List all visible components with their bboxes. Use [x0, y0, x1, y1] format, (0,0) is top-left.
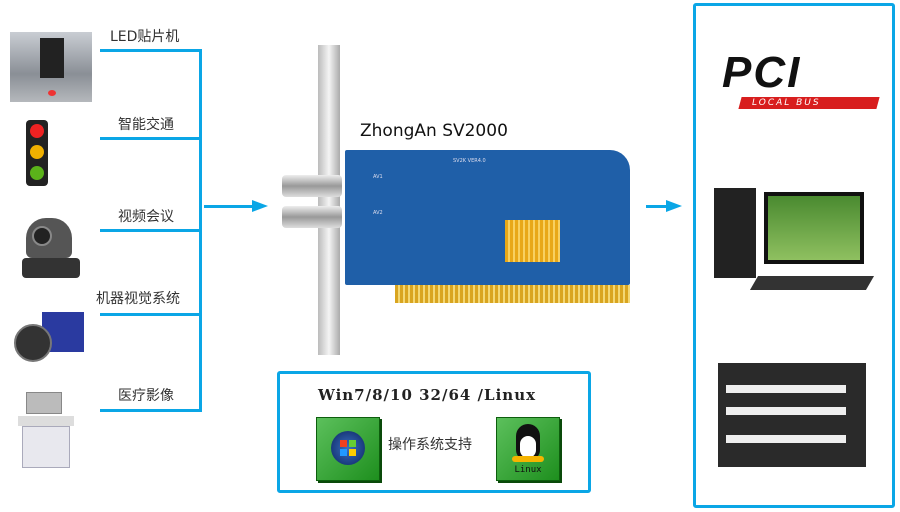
app-label-medical: 医疗影像: [118, 388, 174, 404]
arrow-right-icon: [666, 200, 682, 212]
connector-line: [100, 137, 202, 140]
card-bracket: [318, 45, 340, 355]
port-label: AV2: [373, 210, 383, 216]
os-support-label: 操作系统支持: [388, 437, 472, 453]
bnc-connector: [282, 175, 342, 197]
linux-text: Linux: [514, 465, 542, 475]
target-platform-box: PCI LOCAL BUS: [693, 3, 895, 508]
pci-local-bus-logo: PCI LOCAL BUS: [712, 51, 880, 113]
arrow-right-icon: [252, 200, 268, 212]
capture-card-pcb: SV2K VER4.0 AV1 AV2: [345, 150, 630, 285]
windows-icon: [316, 417, 380, 481]
app-label-led: LED贴片机: [110, 29, 180, 45]
os-support-box: Win7/8/10 32/64 /Linux 操作系统支持 Linux: [277, 371, 591, 493]
linux-tux-icon: Linux: [496, 417, 560, 481]
ptz-camera-icon: [22, 218, 80, 280]
traffic-light-icon: [26, 120, 48, 186]
medical-device-icon: [18, 392, 74, 468]
pcb-text: SV2K VER4.0: [453, 158, 486, 164]
pci-logo-text: PCI: [722, 48, 802, 97]
card-title: ZhongAn SV2000: [360, 121, 508, 141]
smt-machine-image: [10, 32, 92, 102]
app-label-video-conference: 视频会议: [118, 209, 174, 225]
heatsink: [505, 220, 560, 262]
pci-gold-fingers: [395, 285, 630, 303]
industrial-camera-icon: [14, 312, 86, 362]
motherboard-pci-slots-image: [718, 363, 866, 467]
desktop-computer-icon: [714, 188, 875, 296]
app-label-machine-vision: 机器视觉系统: [96, 291, 180, 307]
connector-line: [100, 313, 202, 316]
connector-line: [100, 49, 202, 52]
os-versions: Win7/8/10 32/64 /Linux: [318, 386, 537, 404]
connector-line: [100, 229, 202, 232]
connector-trunk: [199, 49, 202, 412]
bnc-connector: [282, 206, 342, 228]
arrow-shaft: [646, 205, 668, 208]
arrow-shaft: [204, 205, 254, 208]
connector-line: [100, 409, 202, 412]
port-label: AV1: [373, 174, 383, 180]
pci-logo-subtext: LOCAL BUS: [752, 98, 821, 108]
app-label-traffic: 智能交通: [118, 117, 174, 133]
